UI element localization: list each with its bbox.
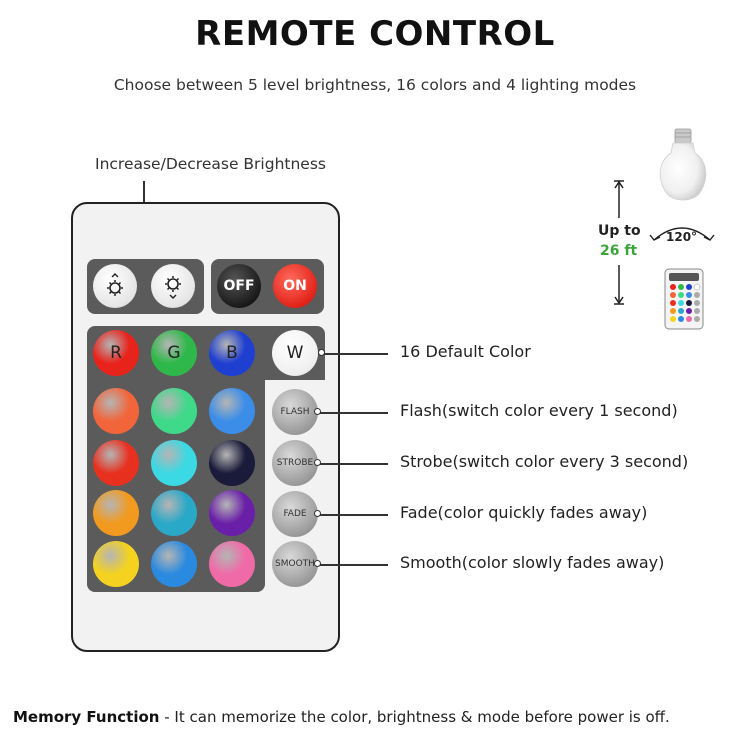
callout-dot-flash: [314, 408, 321, 415]
color-button-b[interactable]: B: [209, 330, 255, 376]
brightness-down-button[interactable]: [151, 264, 195, 308]
callout-dot-strobe: [314, 459, 321, 466]
page-title: REMOTE CONTROL: [195, 14, 555, 54]
color-button-r2-c1[interactable]: [93, 440, 139, 486]
mode-button-smooth[interactable]: SMOOTH: [272, 541, 318, 587]
color-button-r1-c3[interactable]: [209, 388, 255, 434]
callout-line-flash: [318, 412, 388, 414]
callout-line-default-color: [322, 353, 388, 355]
beam-angle-arc-icon: [649, 227, 715, 241]
color-button-g[interactable]: G: [151, 330, 197, 376]
page-subtitle: Choose between 5 level brightness, 16 co…: [113, 76, 637, 94]
callout-strobe: Strobe(switch color every 3 second): [400, 452, 689, 471]
color-button-r3-c1[interactable]: [93, 490, 139, 536]
callout-fade: Fade(color quickly fades away): [400, 503, 648, 522]
mode-button-strobe[interactable]: STROBE: [272, 440, 318, 486]
color-button-r4-c3[interactable]: [209, 541, 255, 587]
memory-function-title: Memory Function: [13, 708, 160, 726]
color-button-r1-c2[interactable]: [151, 388, 197, 434]
callout-flash: Flash(switch color every 1 second): [400, 401, 678, 420]
color-button-r2-c2[interactable]: [151, 440, 197, 486]
range-up-to-label: Up to: [598, 223, 641, 239]
range-arrow-icon: [614, 180, 624, 305]
brightness-label: Increase/Decrease Brightness: [95, 155, 326, 173]
light-bulb-icon: [659, 128, 707, 201]
color-button-r[interactable]: R: [93, 330, 139, 376]
color-button-r1-c1[interactable]: [93, 388, 139, 434]
brightness-down-icon: [165, 276, 181, 299]
mini-remote-icon: [664, 268, 704, 330]
brightness-up-icon: [107, 273, 123, 296]
color-button-w[interactable]: W: [272, 330, 318, 376]
callout-line-smooth: [318, 564, 388, 566]
callout-dot-fade: [314, 510, 321, 517]
color-button-r2-c3[interactable]: [209, 440, 255, 486]
beam-angle: 120°: [646, 218, 718, 258]
range-distance-label: 26 ft: [600, 243, 638, 259]
mode-button-fade[interactable]: FADE: [272, 491, 318, 537]
callout-line-fade: [318, 514, 388, 516]
color-button-r3-c2[interactable]: [151, 490, 197, 536]
mode-button-flash[interactable]: FLASH: [272, 389, 318, 435]
memory-function-note: Memory Function - It can memorize the co…: [13, 708, 670, 726]
callout-line-strobe: [318, 463, 388, 465]
color-button-r3-c3[interactable]: [209, 490, 255, 536]
callout-dot-default-color: [318, 349, 325, 356]
callout-smooth: Smooth(color slowly fades away): [400, 553, 665, 572]
power-on-button[interactable]: ON: [273, 264, 317, 308]
memory-function-text: - It can memorize the color, brightness …: [159, 708, 670, 726]
callout-default-color: 16 Default Color: [400, 342, 531, 361]
color-button-r4-c1[interactable]: [93, 541, 139, 587]
callout-dot-smooth: [314, 560, 321, 567]
brightness-up-button[interactable]: [93, 264, 137, 308]
beam-angle-label: 120°: [666, 230, 698, 244]
power-off-button[interactable]: OFF: [217, 264, 261, 308]
color-button-r4-c2[interactable]: [151, 541, 197, 587]
